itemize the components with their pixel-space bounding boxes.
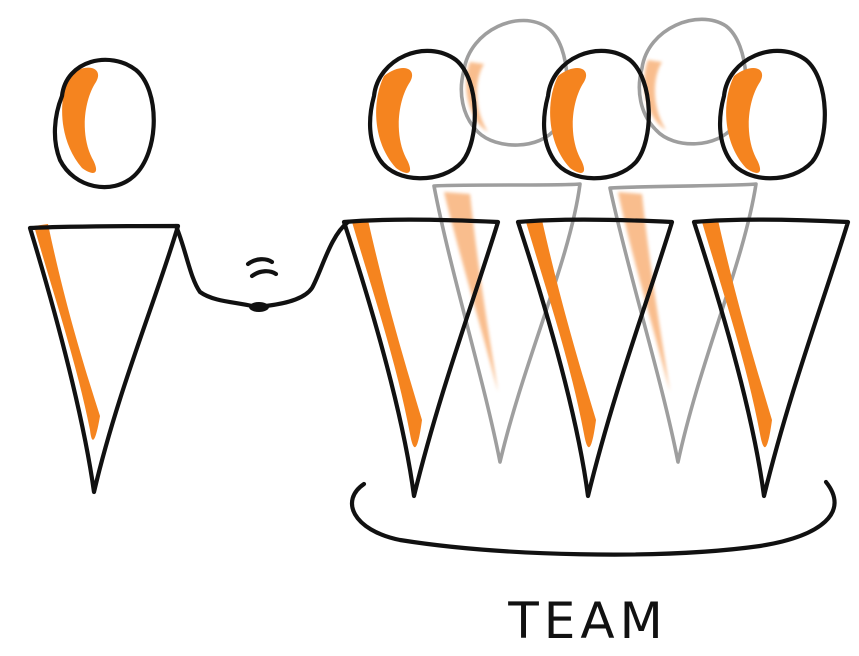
team-member-1	[341, 48, 501, 499]
team-member-2	[515, 48, 675, 499]
team-label: TEAM	[507, 592, 667, 650]
handshake	[173, 219, 351, 312]
individual-figure	[27, 57, 181, 495]
team-member-3	[691, 48, 851, 499]
team-bracket-line	[350, 479, 837, 557]
